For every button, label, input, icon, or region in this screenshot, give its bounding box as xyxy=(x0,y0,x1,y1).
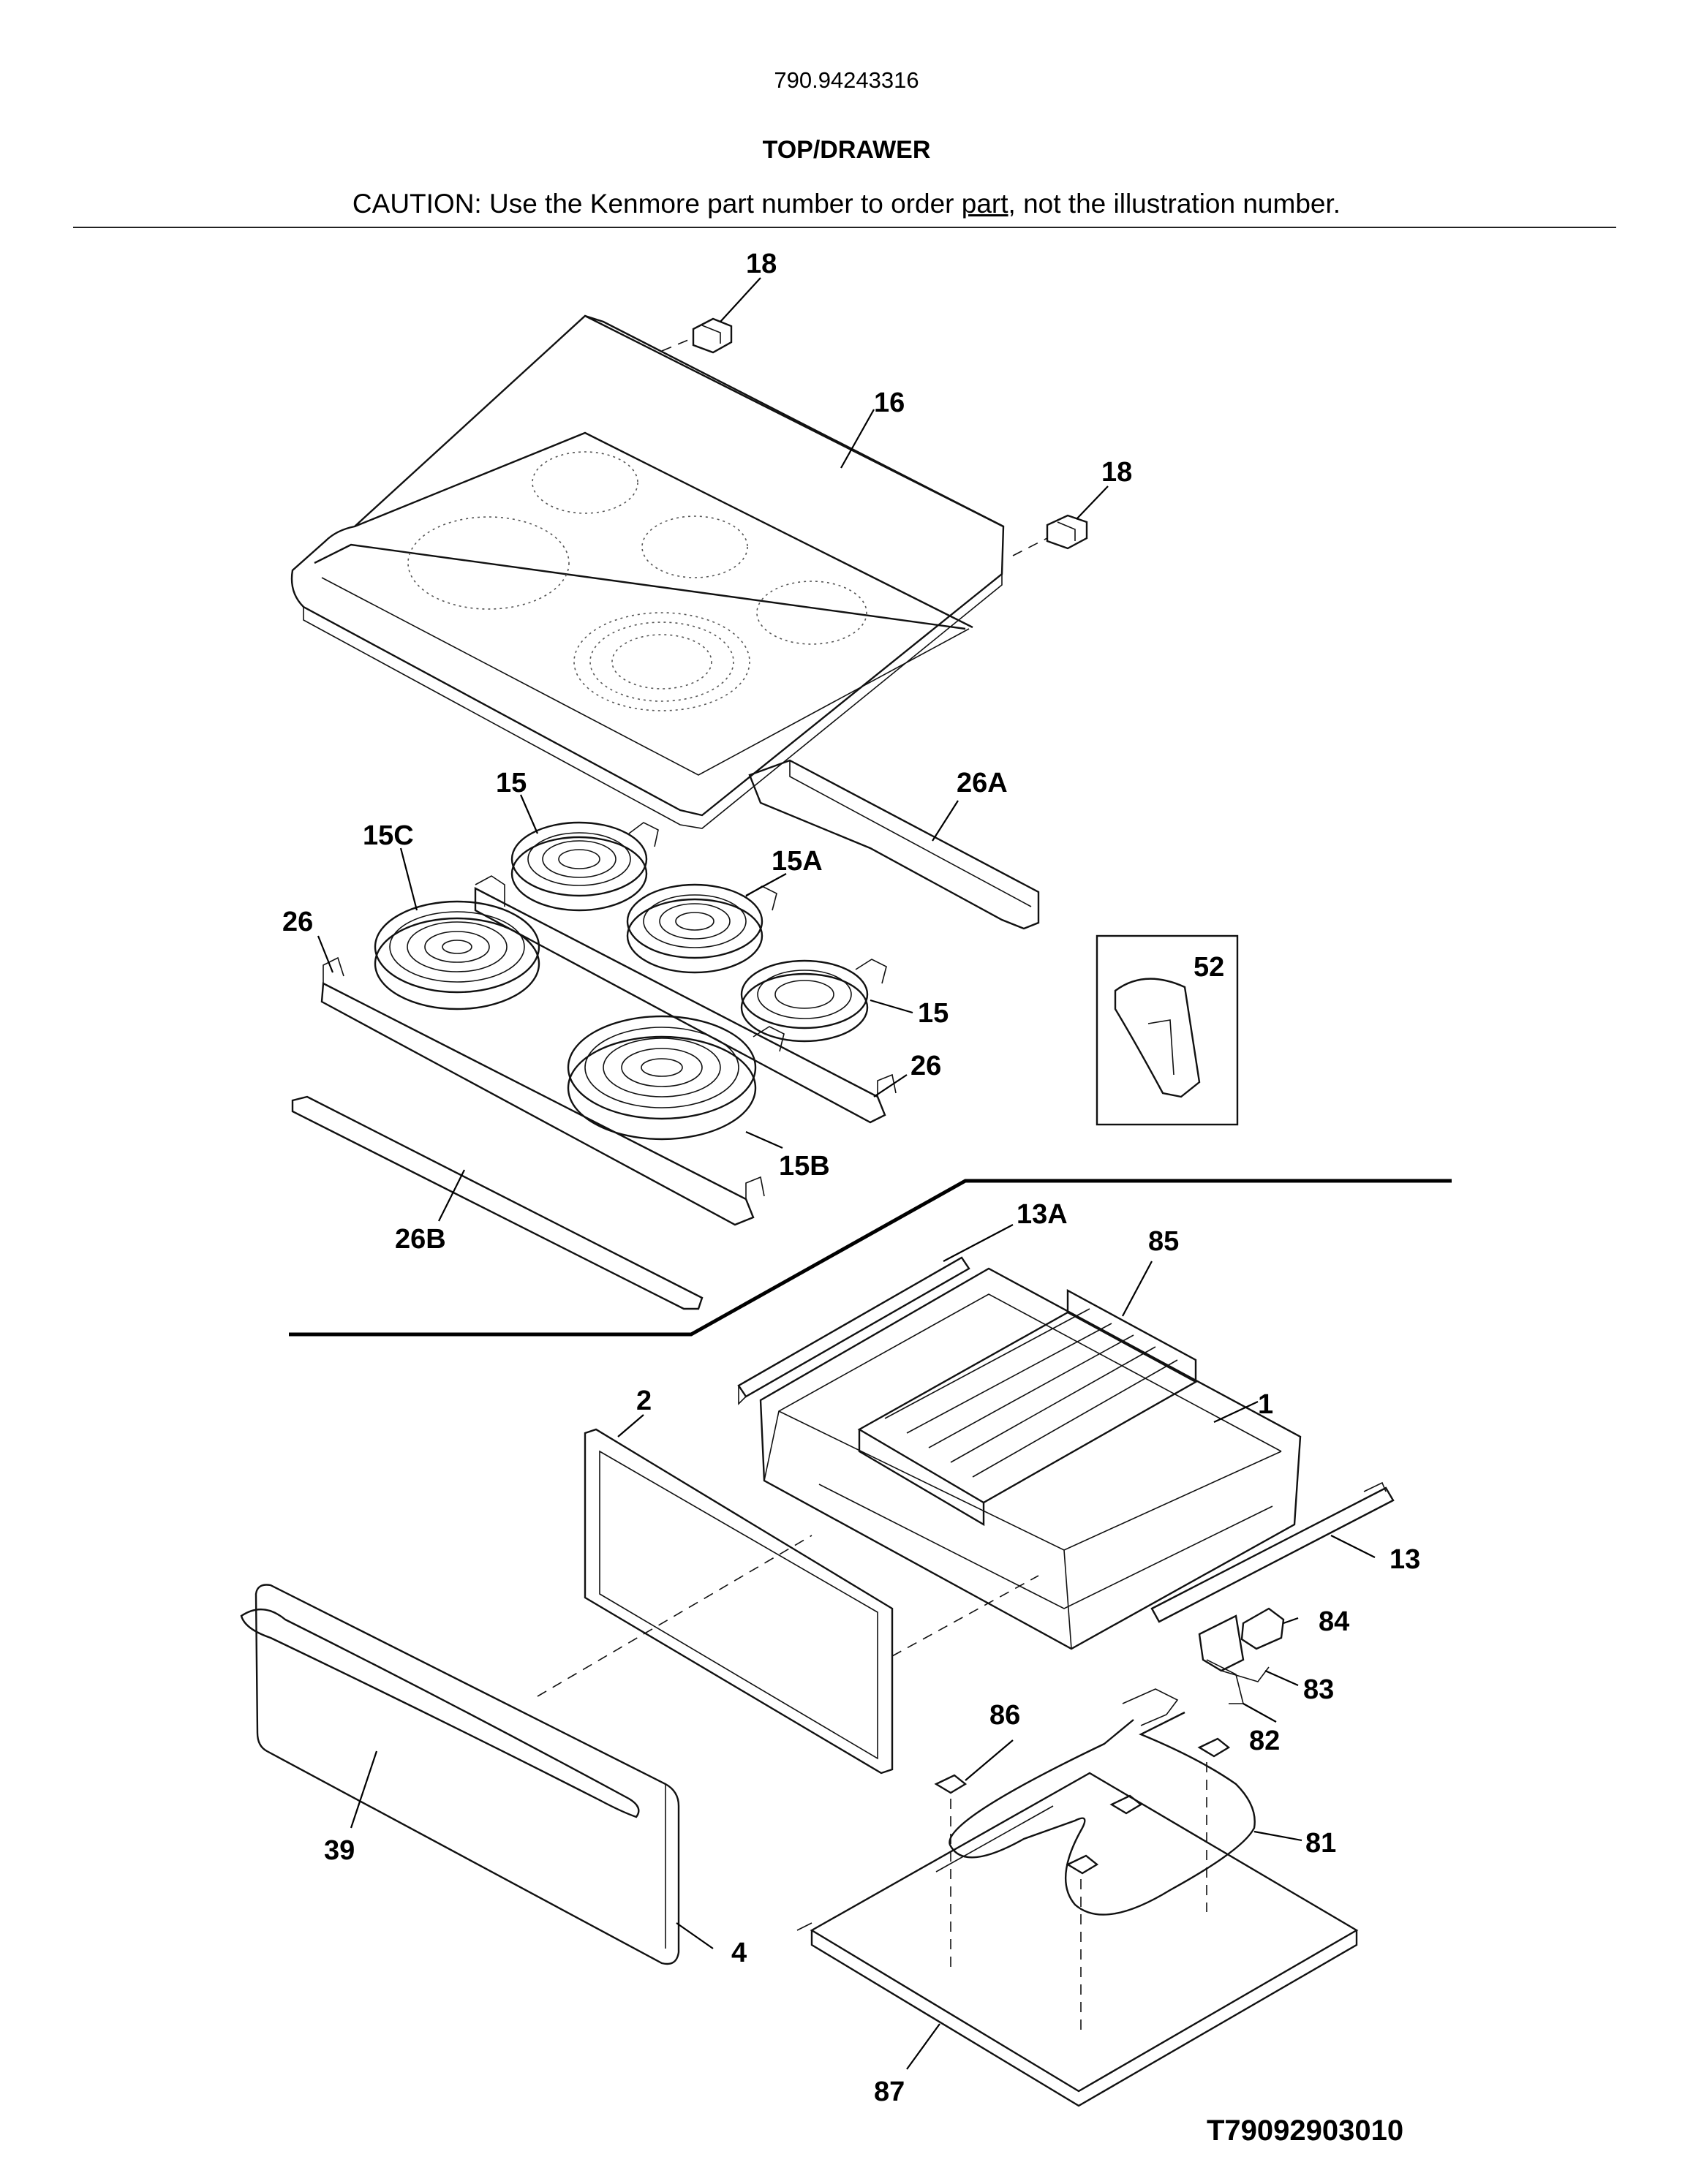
callout-26a[interactable]: 26A xyxy=(957,768,1008,798)
surface-element-15c[interactable] xyxy=(374,875,540,1010)
callout-18-rear[interactable]: 18 xyxy=(746,249,777,279)
callout-52[interactable]: 52 xyxy=(1194,952,1224,983)
caution-prefix: CAUTION: Use the Kenmore part number to … xyxy=(352,189,962,219)
surface-element-15-rear[interactable] xyxy=(510,821,659,912)
drawer-front-panel[interactable] xyxy=(254,1584,680,1965)
bake-element-81[interactable] xyxy=(949,1688,1256,1916)
section-divider xyxy=(289,1179,1452,1337)
caution-suffix: , not the illustration number. xyxy=(1008,189,1341,219)
surface-element-15-front[interactable] xyxy=(740,959,887,1043)
callout-26-left[interactable]: 26 xyxy=(282,907,313,937)
drawer-slide-13[interactable] xyxy=(1150,1481,1395,1623)
callout-13a[interactable]: 13A xyxy=(1017,1199,1068,1230)
callout-18-side[interactable]: 18 xyxy=(1101,457,1132,488)
header-rule xyxy=(73,227,1616,228)
callout-82[interactable]: 82 xyxy=(1249,1726,1280,1756)
drawer-slide-13a[interactable] xyxy=(737,1256,970,1405)
callout-15a[interactable]: 15A xyxy=(772,846,823,877)
callout-26b[interactable]: 26B xyxy=(395,1224,446,1255)
surface-element-15b[interactable] xyxy=(567,1015,785,1141)
trim-strip-26b[interactable] xyxy=(291,1095,704,1310)
mounting-clips-86[interactable] xyxy=(934,1737,1231,1875)
callout-87[interactable]: 87 xyxy=(874,2077,905,2107)
cooktop-glass-top[interactable] xyxy=(290,314,1005,829)
element-rail-26-rear[interactable] xyxy=(474,887,897,1124)
part-83-bracket[interactable] xyxy=(1198,1614,1270,1682)
callout-15-front[interactable]: 15 xyxy=(918,998,949,1029)
callout-84[interactable]: 84 xyxy=(1319,1606,1349,1637)
part-84-switch[interactable] xyxy=(1240,1607,1285,1650)
callout-81[interactable]: 81 xyxy=(1305,1828,1336,1859)
callout-1[interactable]: 1 xyxy=(1258,1389,1273,1420)
callout-15c[interactable]: 15C xyxy=(363,820,414,851)
callout-15b[interactable]: 15B xyxy=(779,1151,830,1182)
callout-2[interactable]: 2 xyxy=(636,1386,652,1416)
top-bracket-side[interactable] xyxy=(1046,514,1088,550)
callout-16[interactable]: 16 xyxy=(874,388,905,418)
caution-part-link[interactable]: part xyxy=(961,189,1008,219)
callout-39[interactable]: 39 xyxy=(324,1835,355,1866)
drawer-body[interactable] xyxy=(759,1267,1302,1650)
top-bracket-rear[interactable] xyxy=(692,317,733,354)
callout-83[interactable]: 83 xyxy=(1303,1674,1334,1705)
callout-85[interactable]: 85 xyxy=(1148,1226,1179,1257)
element-rail-26-front[interactable] xyxy=(320,956,765,1226)
rack-85[interactable] xyxy=(857,1288,1198,1527)
callout-labels: 18 16 18 15 26A 15C 15A 26 52 15 26 15B … xyxy=(282,249,1420,2107)
callout-13[interactable]: 13 xyxy=(1390,1544,1420,1575)
leader-lines xyxy=(317,277,1376,2070)
callout-26-right[interactable]: 26 xyxy=(910,1051,941,1081)
section-title: TOP/DRAWER xyxy=(762,136,931,164)
part-82-bracket[interactable] xyxy=(1206,1659,1245,1704)
callout-86[interactable]: 86 xyxy=(989,1700,1020,1731)
part-52-inset[interactable] xyxy=(1096,934,1239,1126)
drawer-bottom-87[interactable] xyxy=(796,1772,1359,2107)
surface-element-15a[interactable] xyxy=(626,883,777,974)
drawer-handle[interactable] xyxy=(240,1608,640,1818)
model-number: 790.94243316 xyxy=(774,67,919,93)
drawer-inner-panel[interactable] xyxy=(584,1428,894,1775)
callout-15-rear[interactable]: 15 xyxy=(496,768,527,798)
drawing-id: T79092903010 xyxy=(1207,2115,1404,2147)
element-bracket-26a[interactable] xyxy=(748,759,1040,930)
caution-note: CAUTION: Use the Kenmore part number to … xyxy=(0,189,1693,219)
callout-4[interactable]: 4 xyxy=(731,1938,747,1968)
